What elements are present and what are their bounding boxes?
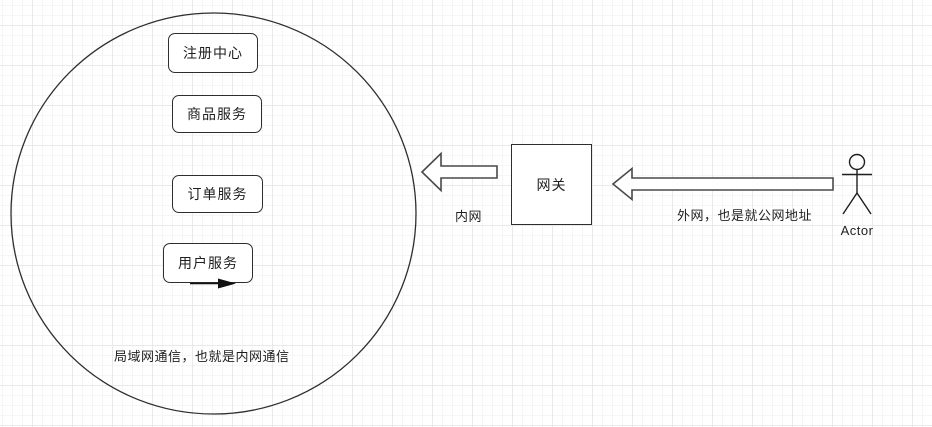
actor-head (848, 153, 866, 171)
actor-figure[interactable] (842, 153, 872, 215)
node-order-service-label: 订单服务 (187, 186, 248, 202)
node-product-service-label: 商品服务 (187, 106, 247, 122)
node-order-service[interactable]: 订单服务 (172, 175, 263, 213)
actor-label: Actor (840, 223, 874, 238)
intranet-block-arrow[interactable] (420, 151, 498, 193)
lan-zone-caption: 局域网通信，也就是内网通信 (114, 349, 290, 364)
node-gateway-label: 网关 (536, 176, 567, 193)
node-registry-center[interactable]: 注册中心 (168, 33, 258, 73)
node-user-service[interactable]: 用户服务 (163, 243, 253, 283)
actor-left-leg (842, 192, 858, 215)
actor-right-leg (856, 192, 872, 215)
node-gateway[interactable]: 网关 (511, 144, 592, 225)
node-product-service[interactable]: 商品服务 (172, 95, 262, 133)
extranet-block-arrow[interactable] (611, 166, 834, 202)
extranet-arrow-label: 外网，也是就公网地址 (677, 208, 813, 223)
node-user-service-label: 用户服务 (178, 255, 238, 271)
intranet-arrow-label: 内网 (455, 209, 483, 224)
node-registry-center-label: 注册中心 (183, 45, 243, 61)
